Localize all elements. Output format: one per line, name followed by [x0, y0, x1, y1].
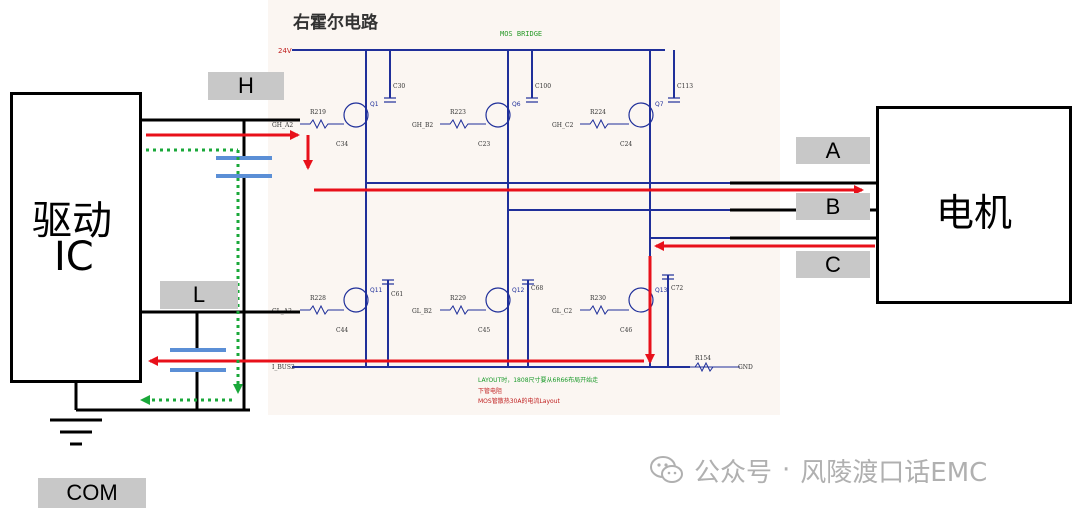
tag-c: C: [796, 251, 870, 278]
tag-a: A: [796, 137, 870, 164]
driver-ic-label-2: IC: [54, 234, 94, 280]
c30-label: C30: [393, 83, 405, 90]
supply-label: 24V: [278, 47, 292, 55]
r229-label: R229: [450, 295, 466, 302]
c61-label: C61: [391, 291, 403, 298]
tag-h: H: [208, 72, 284, 100]
shunt-label: R154: [695, 355, 711, 362]
q1-label: Q1: [370, 101, 379, 108]
c113-label: C113: [677, 83, 693, 90]
r228-label: R228: [310, 295, 326, 302]
wechat-icon: [650, 456, 683, 483]
note-line-1: LAYOUT时，1808尺寸要从6R66布局开始走: [478, 376, 598, 384]
ground-symbol: [50, 418, 102, 446]
c24-label: C24: [620, 141, 632, 148]
c44-label: C44: [336, 327, 348, 334]
high-side-mosfets: [343, 102, 654, 313]
q13-label: Q13: [655, 287, 668, 294]
motor-label: 电机: [936, 191, 1013, 235]
r224-label: R224: [590, 109, 606, 116]
tag-b: B: [796, 193, 870, 220]
c46-label: C46: [620, 327, 632, 334]
parasitic-cap-low: [170, 348, 226, 372]
motor-box: [876, 106, 1072, 304]
gate-label-ghb: GH_B2: [412, 122, 433, 129]
c100-label: C100: [535, 83, 551, 90]
note-line-3: MOS管散热30A的电流Layout: [478, 397, 560, 405]
q11-label: Q11: [370, 287, 383, 294]
schematic-title: 右霍尔电路: [293, 12, 379, 33]
note-line-2: 下管电阻: [478, 387, 502, 395]
c34-label: C34: [336, 141, 348, 148]
c45-label: C45: [478, 327, 490, 334]
watermark: 公众号 · 风陵渡口话EMC: [650, 452, 987, 488]
driver-ic-label-1: 驱动: [32, 198, 112, 244]
c23-label: C23: [478, 141, 490, 148]
q12-label: Q12: [512, 287, 525, 294]
gate-label-glc: GL_C2: [552, 308, 572, 315]
parasitic-cap-high: [216, 156, 272, 178]
gnd-label: GND: [738, 364, 753, 371]
r230-label: R230: [590, 295, 606, 302]
q7-label: Q7: [655, 101, 664, 108]
driver-ic-box: [10, 92, 142, 383]
schematic-background: [268, 0, 780, 415]
gate-label-ghc: GH_C2: [552, 122, 574, 129]
c72-label: C72: [671, 285, 683, 292]
gate-label-gha: GH_A2: [272, 122, 293, 129]
q6-label: Q6: [512, 101, 521, 108]
bridge-title: MOS BRIDGE: [500, 30, 542, 38]
tag-com: COM: [38, 478, 146, 508]
r223-label: R223: [450, 109, 466, 116]
watermark-text-2: 风陵渡口话EMC: [800, 457, 988, 488]
watermark-text-1: 公众号: [694, 457, 773, 488]
bus-label: I_BUS2: [272, 364, 295, 371]
tag-l: L: [160, 281, 238, 309]
gate-label-glb: GL_B2: [412, 308, 432, 315]
watermark-separator: ·: [782, 455, 791, 485]
c68-label: C68: [531, 285, 543, 292]
r219-label: R219: [310, 109, 326, 116]
